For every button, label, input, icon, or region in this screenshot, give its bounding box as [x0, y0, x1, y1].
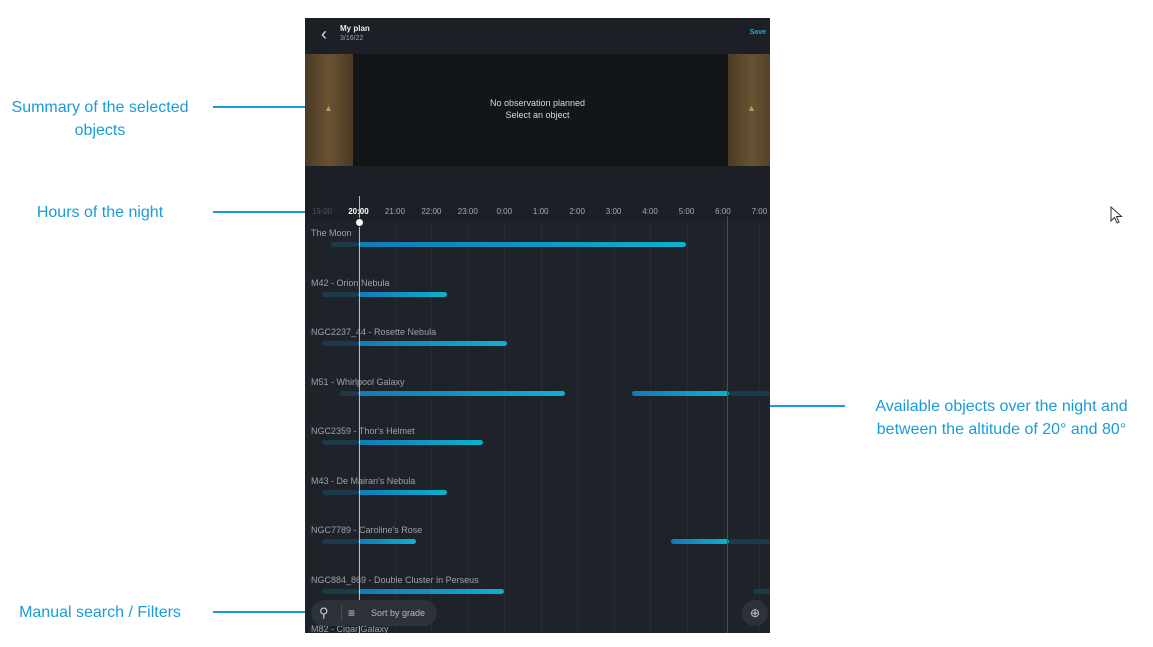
hour-label: 5:00	[678, 207, 695, 216]
hour-label: 20:00	[341, 207, 375, 216]
visibility-bar[interactable]	[358, 440, 483, 445]
annotation-summary-line2: objects	[74, 122, 126, 139]
timeline-band	[305, 166, 770, 196]
chevron-left-icon[interactable]: ‹	[321, 24, 327, 44]
telescope-icon: ▲	[747, 103, 756, 113]
zoom-in-icon[interactable]: ⊕	[742, 600, 768, 626]
visibility-bar[interactable]	[753, 588, 770, 594]
object-name[interactable]: M43 - De Mairan's Nebula	[311, 475, 416, 486]
dawn-marker	[727, 216, 728, 633]
selected-objects-summary: ▲ No observation planned Select an objec…	[305, 54, 770, 166]
hour-gridline	[541, 222, 542, 633]
object-name[interactable]: M42 - Orion Nebula	[311, 277, 390, 288]
visibility-bar[interactable]	[358, 588, 505, 594]
hour-gridline	[504, 222, 505, 633]
visibility-bar[interactable]	[322, 489, 359, 495]
summary-thumbnail-left[interactable]: ▲	[305, 54, 353, 166]
visibility-bar[interactable]	[322, 291, 359, 297]
hour-gridline	[614, 222, 615, 633]
annotation-search: Manual search / Filters	[19, 604, 181, 621]
hours-axis[interactable]: 19:00 20:00 21:00 22:00 23:00 0:00 1:00 2:00 3:0…	[305, 196, 770, 222]
hour-gridline	[723, 222, 724, 633]
annotation-summary-line	[213, 106, 314, 108]
object-name[interactable]: M82 - Cigar Galaxy	[311, 624, 389, 633]
annotation-search-line	[213, 611, 309, 613]
hour-label: 2:00	[569, 207, 585, 216]
hour-gridline	[468, 222, 469, 633]
telescope-icon: ▲	[324, 103, 333, 113]
annotation-hours-line	[213, 211, 340, 213]
plan-app: ‹ My plan 3/16/22 Save ▲ No observation …	[305, 18, 770, 633]
visibility-bar[interactable]	[671, 539, 730, 544]
visibility-bar[interactable]	[358, 489, 447, 495]
summary-empty-text: No observation planned	[489, 98, 586, 108]
visibility-bar[interactable]	[358, 341, 508, 346]
visibility-bar[interactable]	[631, 390, 729, 396]
current-time-line[interactable]	[359, 196, 360, 633]
mouse-cursor-icon	[1110, 206, 1123, 224]
hour-label: 6:00	[715, 207, 731, 216]
sliders-icon[interactable]: ≡	[348, 606, 356, 620]
annotation-available: Available objects over the night and bet…	[850, 395, 1153, 441]
hour-label: 22:00	[421, 207, 442, 216]
annotation-hours: Hours of the night	[36, 204, 164, 221]
visibility-bar[interactable]	[358, 539, 417, 544]
object-name[interactable]: NGC2237_44 - Rosette Nebula	[311, 327, 437, 337]
annotation-summary-line1: Summary of the selected	[11, 99, 189, 116]
summary-hint-text: Select an object	[505, 110, 570, 120]
hour-label: 21:00	[384, 207, 405, 216]
annotation-available-line	[743, 405, 845, 407]
hour-label: 23:00	[457, 207, 478, 216]
object-name[interactable]: NGC884_869 - Double Cluster in Perseus	[311, 574, 479, 585]
page-title: My plan	[340, 24, 370, 33]
save-button[interactable]: Save	[749, 29, 766, 36]
hour-gridline	[358, 222, 359, 633]
hour-label: 19:00	[311, 207, 333, 216]
visibility-bar[interactable]	[331, 242, 359, 247]
hour-label: 7:00	[751, 207, 768, 216]
plan-date: 3/16/22	[340, 35, 364, 42]
object-name[interactable]: NGC7789 - Caroline's Rose	[311, 525, 423, 535]
hour-gridline	[395, 222, 396, 633]
annotation-available-line1: Available objects over the night and	[875, 398, 1128, 415]
visibility-bar[interactable]	[358, 242, 687, 247]
current-time-handle[interactable]	[355, 218, 364, 227]
hour-label: 0:00	[496, 207, 513, 216]
hour-gridline	[650, 222, 651, 633]
annotation-summary: Summary of the selected objects	[0, 96, 200, 142]
object-name[interactable]: The Moon	[311, 228, 352, 238]
hour-gridline	[577, 222, 578, 633]
object-name[interactable]: M51 - Whirlpool Galaxy	[311, 376, 405, 387]
hour-label: 1:00	[532, 207, 549, 216]
visibility-bar[interactable]	[322, 440, 359, 445]
visibility-bar[interactable]	[322, 588, 359, 594]
visibility-bar[interactable]	[322, 539, 359, 544]
search-filter-bar[interactable]: ⚲ ≡ Sort by grade	[311, 600, 437, 626]
visibility-bar[interactable]	[322, 341, 359, 346]
search-icon[interactable]: ⚲	[319, 605, 329, 620]
visibility-bar[interactable]	[340, 390, 359, 396]
hour-gridline	[759, 222, 760, 633]
visibility-bar[interactable]	[729, 539, 770, 544]
visibility-bar[interactable]	[358, 291, 447, 297]
visibility-bar[interactable]	[729, 390, 770, 396]
hour-gridline	[431, 222, 432, 633]
object-name[interactable]: NGC2359 - Thor's Helmet	[311, 426, 415, 436]
visibility-bar[interactable]	[358, 390, 565, 396]
summary-thumbnail-right[interactable]: ▲	[728, 54, 770, 166]
annotation-available-line2: between the altitude of 20° and 80°	[876, 421, 1127, 438]
hour-label: 4:00	[642, 207, 658, 216]
header: ‹ My plan 3/16/22 Save	[305, 18, 770, 54]
divider	[341, 605, 342, 621]
sort-button[interactable]: Sort by grade	[371, 608, 426, 618]
hour-gridline	[687, 222, 688, 633]
hour-label: 3:00	[605, 207, 622, 216]
